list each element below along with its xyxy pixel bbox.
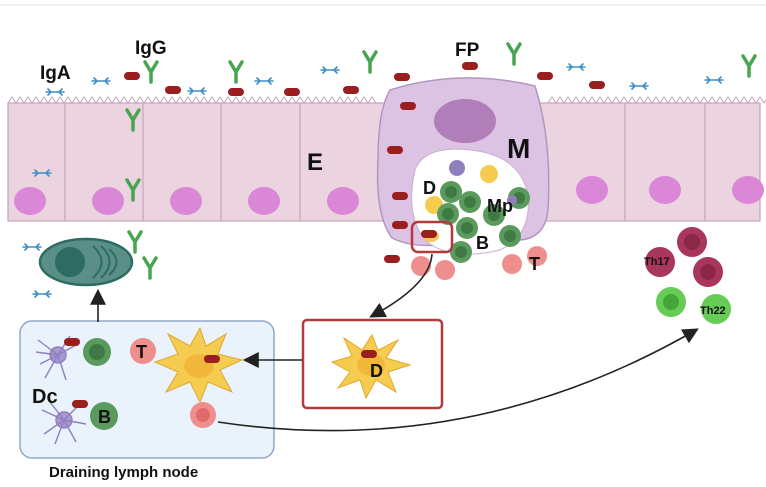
dc-cell [35,335,77,381]
highlight-box-m [410,220,454,254]
label-mp: Mp [487,196,513,216]
arrow-m-to-box [369,253,433,318]
label-t-ln: T [136,342,147,362]
label-b-ln: B [98,407,111,427]
dendritic-cell-ln [153,326,244,404]
label-t-m: T [529,254,540,274]
label-fp: FP [455,40,480,61]
arrows [90,253,699,432]
b-cell [499,225,521,247]
label-d-box: D [370,361,383,381]
effector-t-cells [645,227,731,324]
b-cell [440,181,462,203]
dc-cell [41,401,87,445]
dendritic-cell-detail [330,333,412,400]
m-cell [376,77,550,255]
label-th22: Th22 [700,305,726,317]
t-cell [435,260,455,280]
label-d-m: D [423,178,436,198]
label-igg: IgG [135,38,167,59]
label-iga: IgA [40,63,71,84]
t-cell-ln [130,338,156,364]
m-pocket-cells [411,160,547,280]
macrophage-small [507,195,517,205]
b-cell [459,191,481,213]
dendritic-small [480,165,498,183]
label-dc: Dc [32,386,58,408]
t-cell [502,254,522,274]
t-cell [527,246,547,266]
b-cell-ln [90,402,118,430]
label-lymph-node: Draining lymph node [49,464,198,481]
th17-cell [645,247,675,277]
th22-cell [701,294,731,324]
arrow-ln-to-th [217,328,699,432]
plasma-cell [38,237,134,287]
lymph-node-cells [35,326,244,445]
label-e: E [307,149,323,176]
t-cell [411,256,431,276]
label-th17: Th17 [644,256,670,268]
label-m: M [507,133,530,164]
macrophage-small [449,160,465,176]
b-cell [456,217,478,239]
antigen-particle [421,230,437,238]
b-cell [450,241,472,263]
label-b-m: B [476,233,489,253]
